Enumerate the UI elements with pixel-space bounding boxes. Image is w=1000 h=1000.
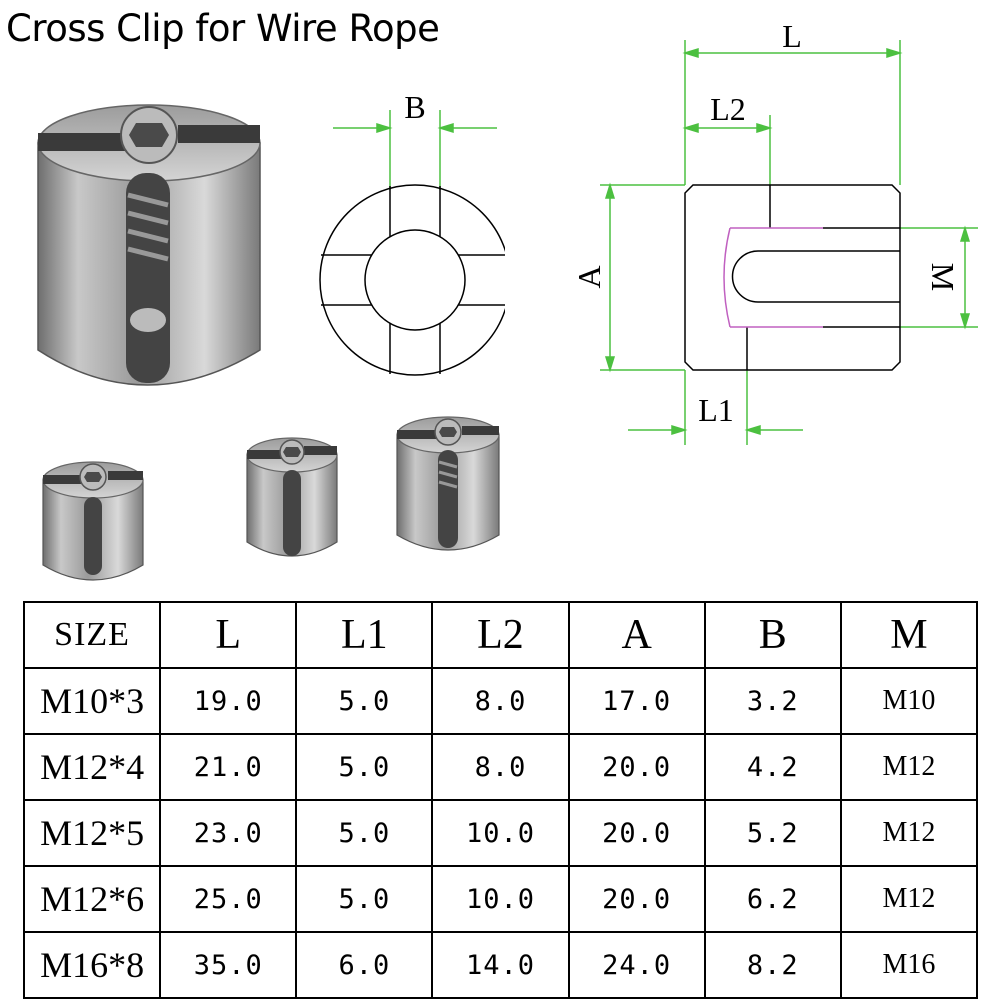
cell-b: 5.2 [703,799,842,867]
front-view-drawing: B [319,89,505,376]
header-l2: L2 [431,601,570,669]
cell-size: M12*4 [22,733,162,801]
cell-l: 23.0 [159,799,298,867]
cell-m: M10 [839,667,979,735]
page-title: Cross Clip for Wire Rope [6,7,440,50]
cell-b: 6.2 [703,865,842,933]
cell-l2: 8.0 [431,667,570,735]
cell-l: 25.0 [159,865,298,933]
header-m: M [839,601,979,669]
cell-size: M12*5 [22,799,162,867]
cell-a: 20.0 [567,865,706,933]
cell-a: 20.0 [567,799,706,867]
table-row: M12*5 23.0 5.0 10.0 20.0 5.2 M12 [22,799,979,867]
header-l: L [159,601,298,669]
clip-photo-medium [246,437,338,557]
cell-m: M12 [839,865,979,933]
cell-b: 3.2 [703,667,842,735]
cell-b: 8.2 [703,931,842,999]
cell-size: M12*6 [22,865,162,933]
cell-m: M12 [839,799,979,867]
cell-l: 21.0 [159,733,298,801]
table-row: M12*6 25.0 5.0 10.0 20.0 6.2 M12 [22,865,979,933]
table-row: M16*8 35.0 6.0 14.0 24.0 8.2 M16 [22,931,979,999]
header-l1: L1 [295,601,434,669]
table-row: M12*4 21.0 5.0 8.0 20.0 4.2 M12 [22,733,979,801]
cell-l1: 5.0 [295,733,434,801]
side-dim-m-label: M [925,263,961,291]
cell-l1: 5.0 [295,667,434,735]
cell-m: M12 [839,733,979,801]
cell-l: 19.0 [159,667,298,735]
cell-l: 35.0 [159,931,298,999]
side-dim-l2-label: L2 [710,91,746,127]
cell-size: M10*3 [22,667,162,735]
side-dim-l-label: L [782,18,802,54]
cell-a: 20.0 [567,733,706,801]
cell-l2: 10.0 [431,799,570,867]
header-b: B [703,601,842,669]
cell-l2: 14.0 [431,931,570,999]
cell-m: M16 [839,931,979,999]
header-size: SIZE [22,601,162,669]
front-dim-b-label: B [404,89,425,125]
side-view-drawing: L L2 A M L1 [571,18,978,445]
cell-a: 17.0 [567,667,706,735]
table-header-row: SIZE L L1 L2 A B M [22,601,979,669]
spec-table: SIZE L L1 L2 A B M M10*3 19.0 5.0 8.0 17… [22,601,979,999]
clip-photo-large [37,104,261,386]
cell-l1: 6.0 [295,931,434,999]
cell-b: 4.2 [703,733,842,801]
cell-a: 24.0 [567,931,706,999]
cell-l1: 5.0 [295,799,434,867]
side-dim-a-label: A [571,265,607,288]
table-row: M10*3 19.0 5.0 8.0 17.0 3.2 M10 [22,667,979,735]
cell-l2: 8.0 [431,733,570,801]
cell-l2: 10.0 [431,865,570,933]
cell-size: M16*8 [22,931,162,999]
clip-photo-small [42,461,144,581]
side-dim-l1-label: L1 [698,392,734,428]
header-a: A [567,601,706,669]
cell-l1: 5.0 [295,865,434,933]
clip-photo-tall [396,416,500,551]
